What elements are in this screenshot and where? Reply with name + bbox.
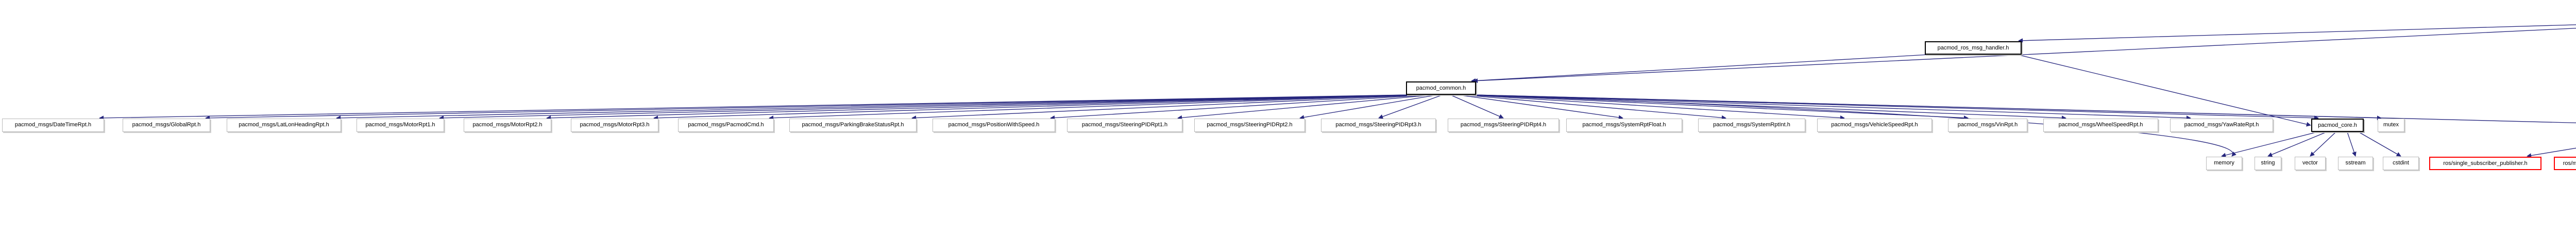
edge-common-pid3 (1378, 94, 1443, 119)
edge-common-parking (911, 94, 1428, 121)
edge-common-latlon (336, 94, 1414, 121)
node-yaw: pacmod_msgs/YawRateRpt.h (2170, 119, 2273, 132)
edge-common-datetime (99, 94, 1409, 121)
node-vin: pacmod_msgs/VinRpt.h (1948, 119, 2027, 132)
edge-common-rosros (1475, 94, 2576, 123)
edge-common-sysint (1462, 94, 1726, 120)
node-motor1: pacmod_msgs/MotorRpt1.h (357, 119, 444, 132)
node-master[interactable]: ros/master.h (2554, 157, 2576, 170)
edge-handler-core (2017, 54, 2311, 127)
edge-common-pid2 (1299, 94, 1438, 120)
node-poswspeed: pacmod_msgs/PositionWithSpeed.h (933, 119, 1055, 132)
edge-common-pacmodcmd (769, 94, 1425, 121)
edge-core-sstream (2347, 131, 2357, 157)
node-wheel: pacmod_msgs/WheelSpeedRpt.h (2043, 119, 2158, 132)
node-pid2: pacmod_msgs/SteeringPIDRpt2.h (1194, 119, 1305, 132)
node-cstdint: cstdint (2383, 157, 2419, 170)
node-global: pacmod_msgs/GlobalRpt.h (123, 119, 210, 132)
node-core[interactable]: pacmod_core.h (2311, 119, 2364, 132)
node-common[interactable]: pacmod_common.h (1406, 81, 1476, 95)
edge-core-vector (2310, 131, 2336, 157)
edge-node_cpp-common (1473, 28, 2576, 84)
node-motor2: pacmod_msgs/MotorRpt2.h (464, 119, 551, 132)
edge-common-motor2 (546, 94, 1419, 121)
node-memory: memory (2206, 157, 2242, 170)
edge-core-cstdint (2358, 131, 2401, 157)
edge-common-pid4 (1450, 94, 1504, 119)
edge-common-poswspeed (1050, 94, 1431, 120)
node-pacmodcmd: pacmod_msgs/PacmodCmd.h (678, 119, 774, 132)
edge-handler-common (1471, 54, 1928, 84)
node-mutex: mutex (2378, 119, 2404, 132)
edge-rosros-ssp (2527, 147, 2576, 158)
node-handler[interactable]: pacmod_ros_msg_handler.h (1925, 41, 2022, 55)
edge-common-sysfloat (1458, 94, 1623, 120)
node-motor3: pacmod_msgs/MotorRpt3.h (571, 119, 658, 132)
node-latlon: pacmod_msgs/LatLonHeadingRpt.h (227, 119, 341, 132)
edge-core-memory (2221, 131, 2318, 158)
node-pid4: pacmod_msgs/SteeringPIDRpt4.h (1448, 119, 1559, 132)
edge-common-vehspeed (1465, 94, 1845, 120)
node-vehspeed: pacmod_msgs/VehicleSpeedRpt.h (1817, 119, 1932, 132)
edge-common-motor3 (653, 94, 1421, 121)
node-sysint: pacmod_msgs/SystemRptInt.h (1698, 119, 1805, 132)
edge-common-global (205, 94, 1411, 121)
edge-common-pid1 (1177, 94, 1434, 120)
edge-core-string (2267, 131, 2327, 157)
node-ssp[interactable]: ros/single_subscriber_publisher.h (2429, 157, 2541, 170)
node-pid3: pacmod_msgs/SteeringPIDRpt3.h (1321, 119, 1436, 132)
edge-node_cpp-handler (2018, 24, 2576, 43)
node-parking: pacmod_msgs/ParkingBrakeStatusRpt.h (789, 119, 917, 132)
edge-common-motor1 (439, 94, 1416, 121)
node-sysfloat: pacmod_msgs/SystemRptFloat.h (1566, 119, 1682, 132)
node-sstream: sstream (2338, 157, 2373, 170)
node-vector: vector (2295, 157, 2326, 170)
edge-common-yaw (1471, 94, 2191, 121)
edge-common-vin (1467, 94, 1969, 121)
node-pid1: pacmod_msgs/SteeringPIDRpt1.h (1067, 119, 1182, 132)
node-string: string (2255, 157, 2281, 170)
node-datetime: pacmod_msgs/DateTimeRpt.h (2, 119, 104, 132)
